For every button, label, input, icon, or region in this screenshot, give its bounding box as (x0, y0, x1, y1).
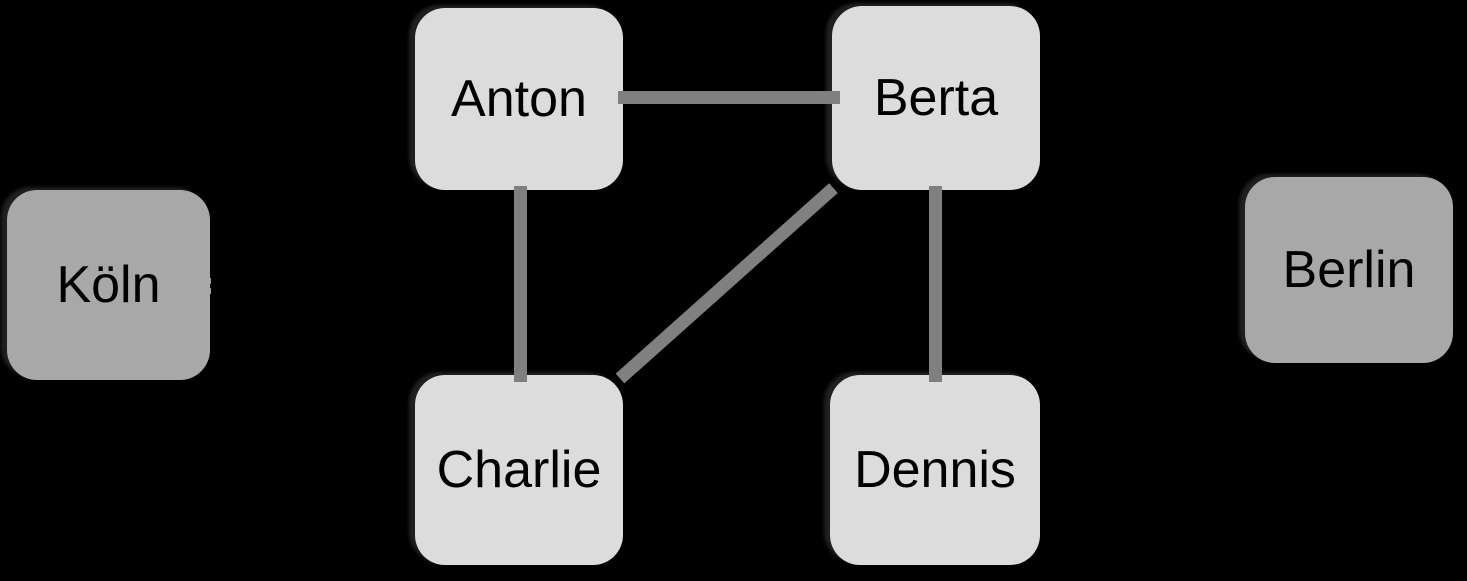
edge-anton-charlie (514, 186, 527, 382)
edge-charlie-berta (615, 183, 838, 384)
node-berlin: Berlin (1245, 177, 1453, 363)
edge-berta-dennis (929, 186, 942, 382)
node-berlin-label: Berlin (1282, 241, 1416, 299)
node-berta-label: Berta (873, 69, 999, 127)
node-charlie-label: Charlie (436, 441, 602, 499)
edge-anton-berta (618, 91, 840, 104)
node-koeln: Köln (7, 190, 210, 380)
node-dennis: Dennis (830, 375, 1040, 565)
node-anton: Anton (415, 8, 623, 190)
node-charlie: Charlie (415, 375, 623, 565)
node-berta: Berta (832, 6, 1040, 190)
node-anton-label: Anton (451, 70, 587, 128)
node-koeln-label: Köln (56, 256, 161, 314)
node-dennis-label: Dennis (854, 441, 1016, 499)
